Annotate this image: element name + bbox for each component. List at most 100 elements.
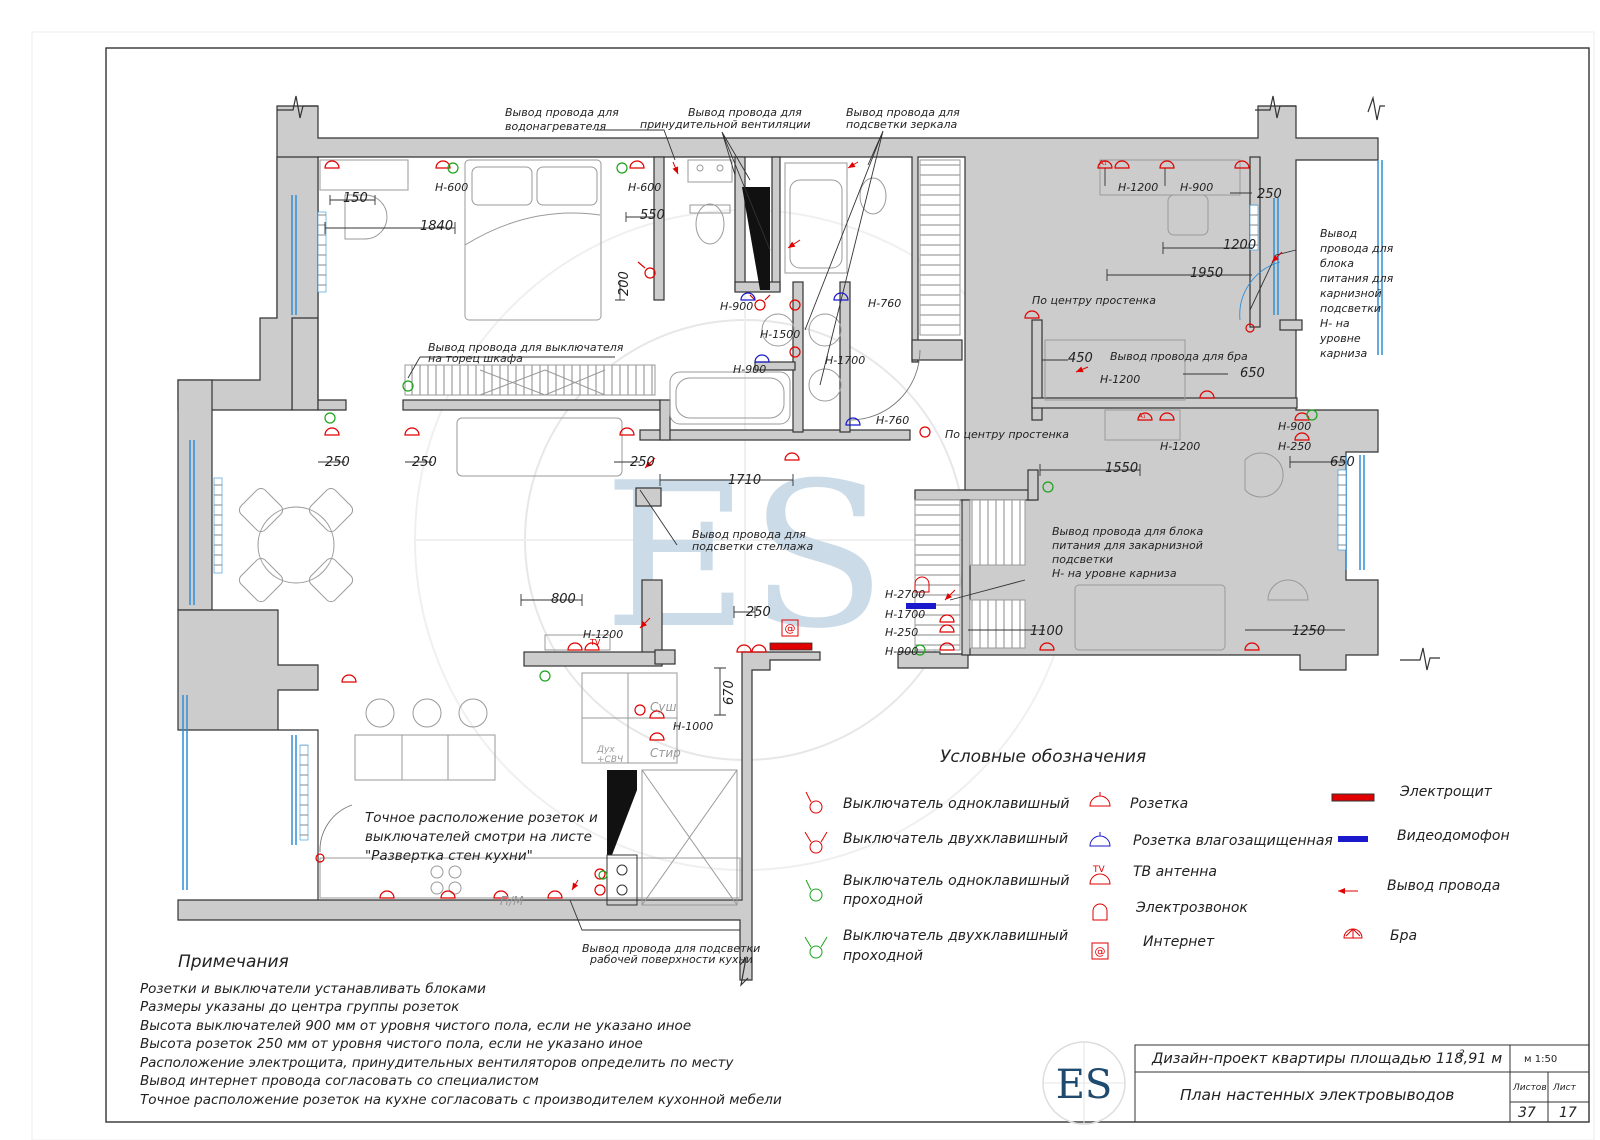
callout-ventilation-2: принудительной вентиляции xyxy=(640,118,810,131)
dimension-lines xyxy=(318,192,1345,716)
video-intercom xyxy=(906,603,936,609)
callout-cornice-right-9: карниза xyxy=(1320,347,1368,360)
callout-cornice-right-4: питания для xyxy=(1320,272,1394,285)
legend-label: Розетка xyxy=(1130,796,1188,812)
dimension-label: 650 xyxy=(1240,366,1265,381)
legend-label: Выключатель двухклавишный xyxy=(843,831,1068,847)
callout-cornice-mid-4: Н- на уровне карниза xyxy=(1052,567,1177,580)
dimension-label: 550 xyxy=(640,208,665,223)
callout-water-heater-2: водонагревателя xyxy=(505,120,606,133)
legend-label: ТВ антенна xyxy=(1133,864,1217,880)
dimension-label: 250 xyxy=(630,455,655,470)
legend-label: проходной xyxy=(843,948,923,964)
height-label: Н-1200 xyxy=(1160,440,1200,453)
callout-wardrobe-switch-2: на торец шкафа xyxy=(428,352,523,365)
single-passthrough-switch-icon xyxy=(805,879,823,902)
dimension-label: 450 xyxy=(1068,351,1093,366)
callout-water-heater-1: Вывод провода для xyxy=(505,106,619,119)
legend-label: Выключатель двухклавишный xyxy=(843,928,1068,944)
dimension-label: 1710 xyxy=(728,473,761,488)
height-label: Н-760 xyxy=(876,414,909,427)
dimension-label: 1840 xyxy=(420,219,453,234)
switches xyxy=(315,261,1255,896)
double-passthrough-switch-icon xyxy=(804,936,828,959)
kitchen-note-1: Точное расположение розеток и xyxy=(365,810,598,826)
height-label: Н-1700 xyxy=(825,354,865,367)
kitchen-note: Точное расположение розеток и выключател… xyxy=(365,810,598,864)
oven-label-1: Дух xyxy=(596,745,615,755)
dimension-labels: 150 1840 550 200 250 250 250 1710 800 25… xyxy=(325,187,1355,705)
note-line: Размеры указаны до центра группы розеток xyxy=(140,999,460,1015)
dimension-label: 650 xyxy=(1330,455,1355,470)
sheet-title: План настенных электровыводов xyxy=(1180,1086,1454,1104)
callout-kitchen-worktop-2: рабочей поверхности кухни xyxy=(589,953,753,966)
project-title: Дизайн-проект квартиры площадью 118,91 м xyxy=(1151,1051,1502,1067)
dimension-label: 1250 xyxy=(1292,624,1325,639)
callout-cornice-right-3: блока xyxy=(1320,257,1354,270)
doorbell xyxy=(914,576,930,593)
washer-label: Стир xyxy=(650,746,681,760)
dimension-label: 250 xyxy=(746,605,771,620)
legend-label: проходной xyxy=(843,892,923,908)
height-label: Н-760 xyxy=(868,297,901,310)
callout-shelf-light-2: подсветки стеллажа xyxy=(692,540,813,553)
tv-antenna-icon-text: TV xyxy=(1092,865,1105,875)
height-label: Н-600 xyxy=(435,181,468,194)
height-labels: Н-600 Н-600 Н-900 Н-1500 Н-900 Н-760 Н-1… xyxy=(435,181,1311,733)
dishwasher-label: П/М xyxy=(500,894,524,908)
height-label: Н-900 xyxy=(885,645,918,658)
height-label: Н-600 xyxy=(628,181,661,194)
callout-mirror-2: подсветки зеркала xyxy=(846,118,958,131)
kitchen-note-3: "Развертка стен кухни" xyxy=(365,848,533,864)
project-title-sup: 2 xyxy=(1459,1049,1465,1059)
callout-cornice-right-2: провода для xyxy=(1320,242,1394,255)
legend-label: Интернет xyxy=(1143,934,1215,950)
callout-wall-center-2: По центру простенка xyxy=(945,428,1069,441)
height-label: Н-250 xyxy=(885,626,918,639)
note-line: Высота розеток 250 мм от уровня чистого … xyxy=(140,1036,643,1052)
page-border xyxy=(31,31,1595,1140)
switchboard-icon xyxy=(1331,793,1375,802)
callout-cornice-mid-2: питания для закарнизной xyxy=(1052,539,1203,552)
kitchen-note-2: выключателей смотри на листе xyxy=(365,829,592,845)
internet-icon xyxy=(1091,942,1109,960)
dimension-label: 200 xyxy=(617,271,632,296)
logo: ES xyxy=(1056,1062,1113,1108)
dimension-label: 1100 xyxy=(1030,624,1063,639)
leader-lines xyxy=(407,129,1297,931)
height-label: Н-1200 xyxy=(1118,181,1158,194)
doors xyxy=(319,261,1281,853)
notes: Примечания Розетки и выключатели устанав… xyxy=(140,952,782,1108)
height-label: Н-900 xyxy=(720,300,753,313)
drawing-frame xyxy=(105,47,1590,1123)
legend-label: Розетка влагозащищенная xyxy=(1133,833,1333,849)
sconce-icon xyxy=(1343,928,1363,939)
dimension-label: 670 xyxy=(722,680,737,705)
dimension-label: 1950 xyxy=(1190,266,1223,281)
note-line: Расположение электрощита, принудительных… xyxy=(140,1055,734,1071)
note-line: Точное расположение розеток на кухне сог… xyxy=(140,1092,782,1108)
callout-cornice-right-6: подсветки xyxy=(1320,302,1381,315)
height-label: Н-1000 xyxy=(673,720,713,733)
a1-symbol-1: A₁ xyxy=(1099,159,1107,167)
doorbell-icon xyxy=(1092,903,1108,921)
dimension-label: 1550 xyxy=(1105,461,1138,476)
callout-cornice-right-1: Вывод xyxy=(1320,227,1357,240)
height-label: Н-1500 xyxy=(760,328,800,341)
height-label: Н-1700 xyxy=(885,608,925,621)
single-switch-icon xyxy=(805,791,823,814)
legend-label: Выключатель одноклавишный xyxy=(843,796,1070,812)
legend: Условные обозначения Выключатель однокла… xyxy=(804,747,1510,964)
callout-texts: Вывод провода для водонагревателя Вывод … xyxy=(428,106,1394,966)
callout-cornice-mid-3: подсветки xyxy=(1052,553,1113,566)
legend-title: Условные обозначения xyxy=(940,747,1146,767)
callout-cornice-right-5: карнизной xyxy=(1320,287,1382,300)
internet-icon-text: @ xyxy=(1095,945,1106,958)
dimension-label: 150 xyxy=(343,191,368,206)
switchboard xyxy=(769,642,813,651)
callout-wardrobe-switch-1: Вывод провода для выключателя xyxy=(428,341,624,354)
callout-wall-center-1: По центру простенка xyxy=(1032,294,1156,307)
double-switch-icon xyxy=(804,831,828,854)
dryer-label: Суш xyxy=(650,700,676,714)
note-line: Высота выключателей 900 мм от уровня чис… xyxy=(140,1018,691,1034)
